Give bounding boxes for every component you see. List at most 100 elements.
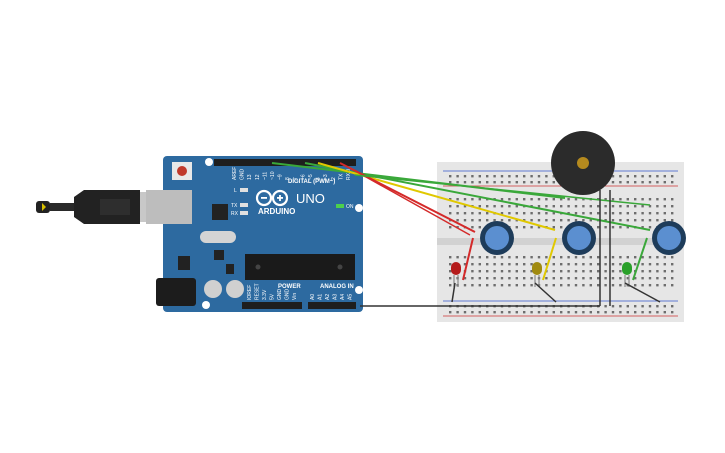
breadboard-hole (523, 277, 526, 280)
breadboard-hole (456, 219, 459, 222)
model-label: UNO (296, 191, 325, 206)
breadboard-hole (604, 311, 607, 314)
digital-pin-label: TX 1 (338, 169, 344, 180)
breadboard-hole (604, 284, 607, 287)
breadboard-hole (611, 305, 615, 308)
digital-pin-label: 13 (247, 174, 253, 180)
potentiometer-2[interactable] (562, 221, 596, 255)
pot-knob[interactable] (567, 226, 591, 250)
wire-green-led[interactable] (632, 237, 648, 281)
breadboard-hole (471, 212, 474, 215)
breadboard-hole (537, 205, 541, 208)
breadboard-hole (530, 311, 533, 314)
pot-knob[interactable] (485, 226, 509, 250)
breadboard-hole (560, 219, 563, 222)
breadboard-hole (560, 277, 563, 280)
breadboard-hole (523, 226, 526, 229)
breadboard-hole (641, 205, 644, 208)
mount-hole (205, 158, 213, 166)
breadboard-hole (486, 219, 489, 222)
breadboard-hole (567, 277, 570, 280)
breadboard-holes (449, 175, 674, 314)
pot-knob[interactable] (657, 226, 681, 250)
breadboard-hole (604, 270, 607, 273)
power-jack[interactable] (156, 278, 196, 306)
wire-green-1[interactable] (271, 162, 566, 199)
breadboard-hole (478, 284, 481, 287)
breadboard-hole (530, 270, 533, 273)
wire-yellow-led[interactable] (542, 237, 557, 281)
breadboard-hole (671, 263, 674, 266)
piezo-buzzer[interactable] (551, 131, 615, 195)
breadboard-hole (641, 226, 644, 229)
digital-pin-label: ~9 (278, 174, 284, 180)
breadboard-hole (530, 212, 533, 215)
power-header[interactable] (242, 302, 302, 309)
breadboard-hole (589, 311, 592, 314)
breadboard-hole (523, 284, 526, 287)
breadboard-hole (537, 226, 541, 229)
analog-pin-label: A5 (348, 294, 354, 300)
breadboard-hole (515, 175, 518, 178)
breadboard-hole (648, 175, 652, 178)
breadboard-hole (552, 212, 555, 215)
breadboard-hole (508, 181, 511, 184)
reset-button[interactable] (177, 166, 187, 176)
led-l (240, 188, 248, 192)
breadboard-hole (611, 277, 615, 280)
wire-led-gnd-yellow[interactable] (534, 282, 557, 303)
potentiometer-1[interactable] (480, 221, 514, 255)
breadboard-hole (486, 277, 489, 280)
breadboard-hole (493, 205, 496, 208)
breadboard-hole (641, 181, 644, 184)
digital-pin-label: ~10 (270, 171, 276, 180)
breadboard-hole (478, 175, 481, 178)
digital-pin-label: GND (240, 169, 246, 181)
breadboard-hole (545, 277, 548, 280)
breadboard-hole (656, 277, 659, 280)
breadboard-hole (486, 311, 489, 314)
wire-red-led[interactable] (462, 237, 474, 281)
breadboard-hole (619, 226, 622, 229)
breadboard-hole (611, 175, 615, 178)
breadboard-hole (611, 256, 615, 259)
breadboard-hole (567, 270, 570, 273)
breadboard-hole (648, 205, 652, 208)
potentiometer-3[interactable] (652, 221, 686, 255)
led-on-label: ON (346, 204, 354, 210)
breadboard-hole (560, 226, 563, 229)
breadboard-hole (619, 219, 622, 222)
breadboard-hole (648, 263, 652, 266)
breadboard[interactable] (437, 162, 684, 322)
breadboard-hole (604, 256, 607, 259)
wire-led-gnd-green[interactable] (624, 282, 661, 303)
digital-pin-label: ~5 (308, 174, 314, 180)
wire-led-gnd-red[interactable] (451, 282, 456, 303)
led-yellow[interactable] (532, 262, 542, 287)
wire-yellow-1[interactable] (317, 162, 556, 231)
breadboard-hole (626, 198, 629, 201)
analog-header[interactable] (308, 302, 356, 309)
breadboard-hole (552, 175, 555, 178)
digital-pin-label: 7 (293, 177, 299, 180)
breadboard-hole (648, 198, 652, 201)
wire-green-3[interactable] (354, 174, 651, 206)
small-chip (226, 264, 234, 274)
breadboard-hole (589, 284, 592, 287)
digital-header[interactable] (214, 159, 356, 166)
breadboard-hole (611, 263, 615, 266)
breadboard-hole (597, 212, 600, 215)
breadboard-hole (671, 181, 674, 184)
wire-red-2[interactable] (349, 167, 471, 236)
breadboard-hole (537, 311, 541, 314)
breadboard-hole (530, 256, 533, 259)
power-pin-label: GND (277, 289, 283, 301)
atmega-chip (245, 254, 355, 280)
breadboard-hole (604, 226, 607, 229)
breadboard-hole (619, 198, 622, 201)
breadboard-hole (641, 256, 644, 259)
chip-notch (337, 264, 343, 270)
